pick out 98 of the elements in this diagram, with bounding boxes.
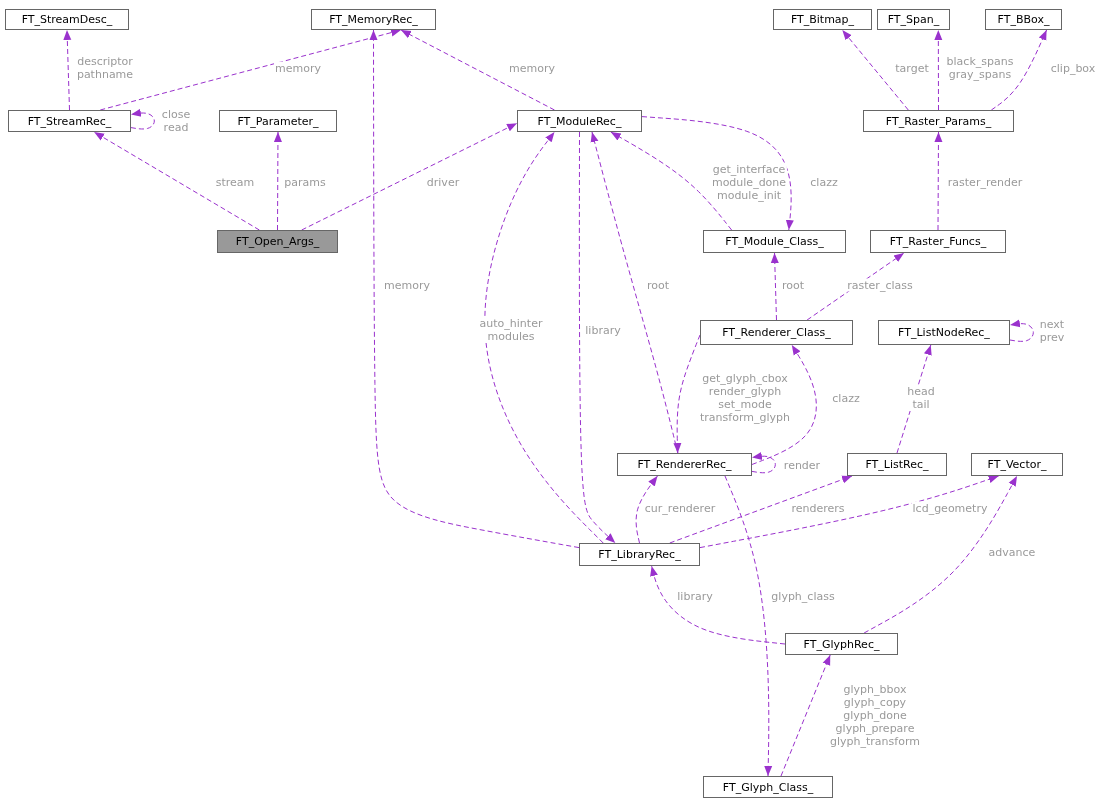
struct-name: FT_Glyph_Class_ (722, 780, 814, 794)
edge-label: black_spans gray_spans (945, 55, 1015, 81)
edge-label: target (894, 61, 930, 75)
dashed-arrow (130, 108, 155, 130)
dashed-arrow (751, 344, 817, 465)
edge-label: clazz (809, 175, 839, 189)
struct-name: FT_StreamRec_ (27, 114, 112, 128)
struct-box (878, 320, 1010, 345)
struct-box (700, 320, 853, 345)
dashed-arrow (610, 131, 733, 231)
struct-box (311, 9, 436, 30)
edge-label: library (584, 323, 622, 337)
dashed-arrow (896, 344, 932, 454)
dashed-arrow (669, 475, 853, 544)
struct-name: FT_Raster_Params_ (885, 114, 992, 128)
edge-label: memory (274, 61, 322, 75)
edge-label: render (782, 458, 822, 472)
struct-name: FT_Parameter_ (237, 114, 319, 128)
struct-name: FT_Vector_ (987, 458, 1047, 471)
edge-label: get_glyph_cbox render_glyph set_mode transform_glyph (699, 372, 791, 424)
edge-label: driver (425, 175, 461, 189)
struct-name: FT_Span_ (887, 13, 940, 26)
dashed-arrow (1009, 319, 1034, 342)
dashed-arrow (63, 29, 72, 111)
struct-box (217, 230, 338, 253)
dashed-arrow (635, 475, 658, 544)
dashed-arrow (751, 452, 776, 474)
struct-box (773, 9, 872, 30)
struct-name: FT_StreamDesc_ (21, 13, 113, 26)
edge-label: stream (214, 175, 256, 189)
struct-box (703, 776, 833, 798)
edge-label: auto_hinter modules (478, 317, 544, 343)
struct-name: FT_Module_Class_ (725, 235, 824, 248)
dashed-arrow (990, 29, 1048, 111)
dashed-arrow (934, 131, 943, 231)
dashed-arrow (93, 131, 260, 231)
dashed-arrow (673, 334, 701, 454)
struct-name: FT_MemoryRec_ (329, 13, 418, 26)
struct-box (870, 230, 1006, 253)
dashed-arrow (301, 122, 518, 231)
struct-name: FT_Raster_Funcs_ (889, 235, 987, 248)
edge-label: renderers (790, 501, 846, 515)
dashed-arrow (99, 28, 402, 111)
dashed-arrow (841, 29, 909, 111)
struct-box (219, 110, 337, 132)
edge-label: raster_render (946, 175, 1024, 189)
struct-name: FT_LibraryRec_ (598, 548, 681, 561)
edge-label: close read (160, 108, 192, 134)
edge-label: descriptor pathname (75, 55, 135, 81)
dashed-arrow (641, 116, 794, 231)
edge-label: clip_box (1049, 61, 1097, 75)
edge-label: next prev (1038, 318, 1066, 344)
edge-label: get_interface module_done module_init (710, 162, 788, 202)
struct-box (5, 9, 129, 30)
dashed-arrow (650, 565, 786, 645)
struct-box (785, 633, 898, 655)
dashed-arrow (780, 654, 831, 777)
dashed-arrow (934, 29, 943, 111)
edge-label: raster_class (846, 278, 914, 292)
struct-box (517, 110, 642, 132)
dashed-arrow (273, 131, 282, 231)
dashed-arrow (699, 475, 1000, 549)
dashed-arrow (724, 475, 773, 777)
dashed-arrow (400, 29, 555, 111)
struct-name: FT_ListNodeRec_ (898, 326, 990, 339)
dashed-arrow (578, 131, 616, 544)
dashed-arrow (369, 29, 580, 549)
edge-label: glyph_bbox glyph_copy glyph_done glyph_prepare glyph_transform (829, 682, 921, 748)
struct-name: FT_BBox_ (997, 13, 1050, 26)
struct-name: FT_Bitmap_ (790, 13, 855, 26)
dashed-arrow (806, 252, 905, 321)
struct-box (863, 110, 1014, 132)
struct-box (847, 453, 947, 476)
edge-label: root (780, 278, 806, 292)
struct-name: FT_ModuleRec_ (537, 114, 622, 128)
edge-label: clazz (831, 391, 861, 405)
struct-box (985, 9, 1062, 30)
struct-name: FT_GlyphRec_ (803, 637, 880, 651)
edge-label: lcd_geometry (911, 501, 989, 515)
dashed-arrow (770, 252, 779, 321)
edge-label: head tail (906, 385, 936, 411)
struct-name: FT_Renderer_Class_ (722, 326, 831, 339)
edge-label: cur_renderer (643, 501, 717, 515)
edge-label: glyph_class (770, 589, 836, 603)
dashed-arrow (863, 475, 1018, 634)
struct-box (877, 9, 950, 30)
struct-box (8, 110, 131, 132)
struct-box (579, 543, 700, 566)
struct-name: FT_Open_Args_ (235, 235, 320, 248)
edge-label: advance (987, 545, 1037, 559)
dashed-arrow (484, 131, 604, 544)
edge-label: library (676, 589, 714, 603)
struct-name: FT_RendererRec_ (637, 458, 732, 471)
struct-box (703, 230, 846, 253)
edge-label: root (645, 278, 671, 292)
struct-name: FT_ListRec_ (865, 458, 929, 471)
struct-box (617, 453, 752, 476)
struct-box (971, 453, 1063, 476)
